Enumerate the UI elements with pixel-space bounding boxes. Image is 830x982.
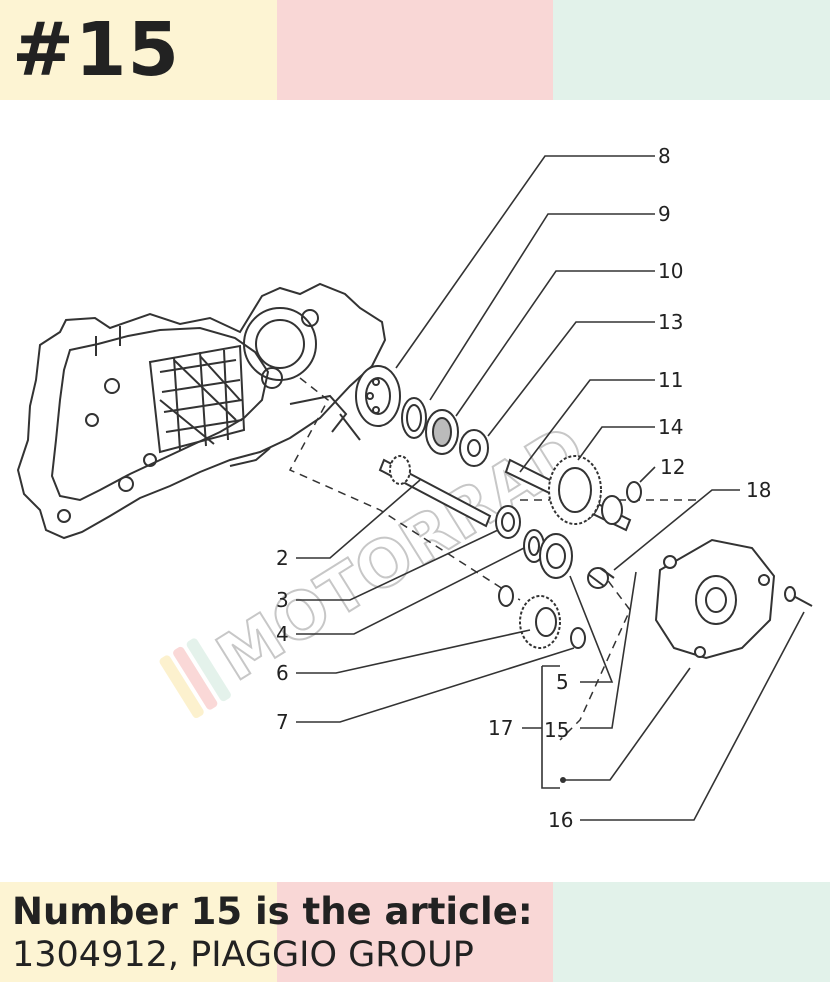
callout-numbers: 8 9 10 13 11 14 12 18 2 3 4 6 7 5 17 15 … — [276, 144, 771, 832]
cover-16 — [654, 538, 776, 660]
gear-6 — [498, 585, 561, 649]
watermark: MOTORRAD — [159, 411, 599, 719]
callout-18: 18 — [746, 478, 771, 502]
callout-8: 8 — [658, 144, 671, 168]
header-color-band — [0, 0, 830, 100]
pin-15 — [587, 567, 615, 589]
band-segment-pink — [276, 0, 554, 100]
band-segment-yellow — [0, 0, 277, 100]
callout-14: 14 — [658, 415, 683, 439]
crankcase-housing — [16, 282, 387, 540]
seal-10 — [425, 409, 459, 455]
callout-15: 15 — [544, 718, 569, 742]
ring-9 — [401, 397, 427, 439]
callout-13: 13 — [658, 310, 683, 334]
callout-4: 4 — [276, 622, 289, 646]
exploded-parts-diagram: MOTORRAD — [16, 144, 813, 832]
band-segment-pink — [276, 882, 554, 982]
screw-16 — [784, 586, 813, 607]
footer-color-band — [0, 882, 830, 982]
callout-9: 9 — [658, 202, 671, 226]
caption-heading: Number 15 is the article: — [12, 890, 533, 933]
callout-11: 11 — [658, 368, 683, 392]
callout-12: 12 — [660, 455, 685, 479]
callout-2: 2 — [276, 546, 289, 570]
callout-3: 3 — [276, 588, 289, 612]
callout-7: 7 — [276, 710, 289, 734]
leader-dot — [560, 777, 566, 783]
band-segment-mint — [553, 0, 830, 100]
caption-article-number: 1304912, PIAGGIO GROUP — [12, 935, 474, 975]
bushing-13 — [459, 429, 489, 467]
part-number-heading: #15 — [12, 7, 180, 93]
callout-6: 6 — [276, 661, 289, 685]
callout-10: 10 — [658, 259, 683, 283]
clip-12 — [626, 481, 642, 503]
bearing-8 — [355, 365, 401, 427]
leader-lines — [296, 155, 805, 821]
ring-3 — [495, 505, 521, 539]
shaft-2 — [378, 455, 492, 528]
parts — [355, 365, 813, 660]
callout-16: 16 — [548, 808, 573, 832]
gear-14 — [548, 455, 602, 525]
washer-7 — [570, 627, 586, 649]
callout-17: 17 — [488, 716, 513, 740]
callout-5: 5 — [556, 670, 569, 694]
ring-4 — [523, 529, 545, 563]
article-caption: Number 15 is the article: 1304912, PIAGG… — [12, 890, 533, 976]
band-segment-yellow — [0, 882, 277, 982]
bearing-5 — [539, 533, 573, 579]
band-segment-mint — [553, 882, 830, 982]
